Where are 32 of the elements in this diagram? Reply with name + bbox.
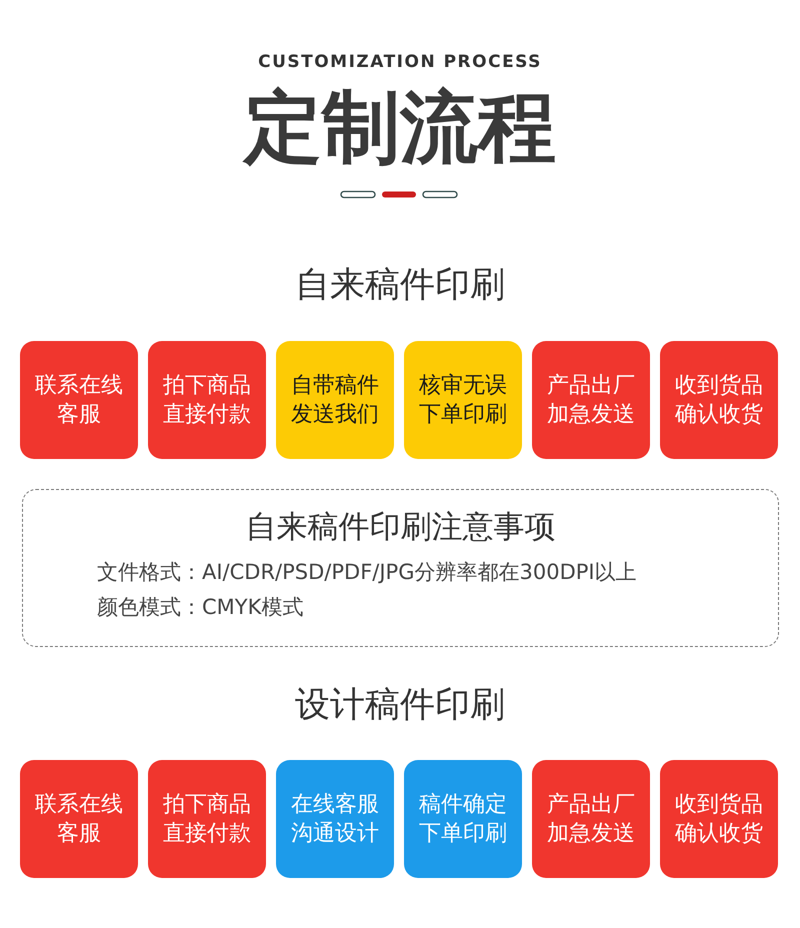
note-line: 文件格式：AI/CDR/PSD/PDF/JPG分辨率都在300DPI以上 <box>97 559 638 586</box>
step-text: 收到货品确认收货 <box>674 372 764 429</box>
step-text: 联系在线客服 <box>34 372 124 429</box>
subtitle: CUSTOMIZATION PROCESS <box>257 51 543 74</box>
notes-panel <box>22 489 779 647</box>
step-text: 稿件确定下单印刷 <box>418 791 508 848</box>
step-box <box>20 341 138 459</box>
section-heading: 自来稿件印刷 <box>294 264 506 307</box>
step-box <box>148 341 266 459</box>
step-box <box>532 760 650 878</box>
step-box <box>20 760 138 878</box>
section-heading: 设计稿件印刷 <box>294 684 506 727</box>
step-box <box>660 760 778 878</box>
title: 定制流程 <box>242 82 557 174</box>
note-line: 颜色模式：CMYK模式 <box>97 594 304 621</box>
step-text: 产品出厂加急发送 <box>546 791 636 848</box>
step-text: 拍下商品直接付款 <box>162 372 252 429</box>
step-box <box>532 341 650 459</box>
step-box <box>148 760 266 878</box>
step-text: 拍下商品直接付款 <box>162 791 252 848</box>
step-text: 在线客服沟通设计 <box>290 791 380 848</box>
step-box <box>276 760 394 878</box>
step-text: 联系在线客服 <box>34 791 124 848</box>
step-box <box>404 760 522 878</box>
step-text: 自带稿件发送我们 <box>290 372 380 429</box>
step-box <box>404 341 522 459</box>
step-box <box>276 341 394 459</box>
step-text: 产品出厂加急发送 <box>546 372 636 429</box>
step-text: 核审无误下单印刷 <box>418 372 508 429</box>
step-box <box>660 341 778 459</box>
notes-heading: 自来稿件印刷注意事项 <box>246 508 556 547</box>
step-text: 收到货品确认收货 <box>674 791 764 848</box>
